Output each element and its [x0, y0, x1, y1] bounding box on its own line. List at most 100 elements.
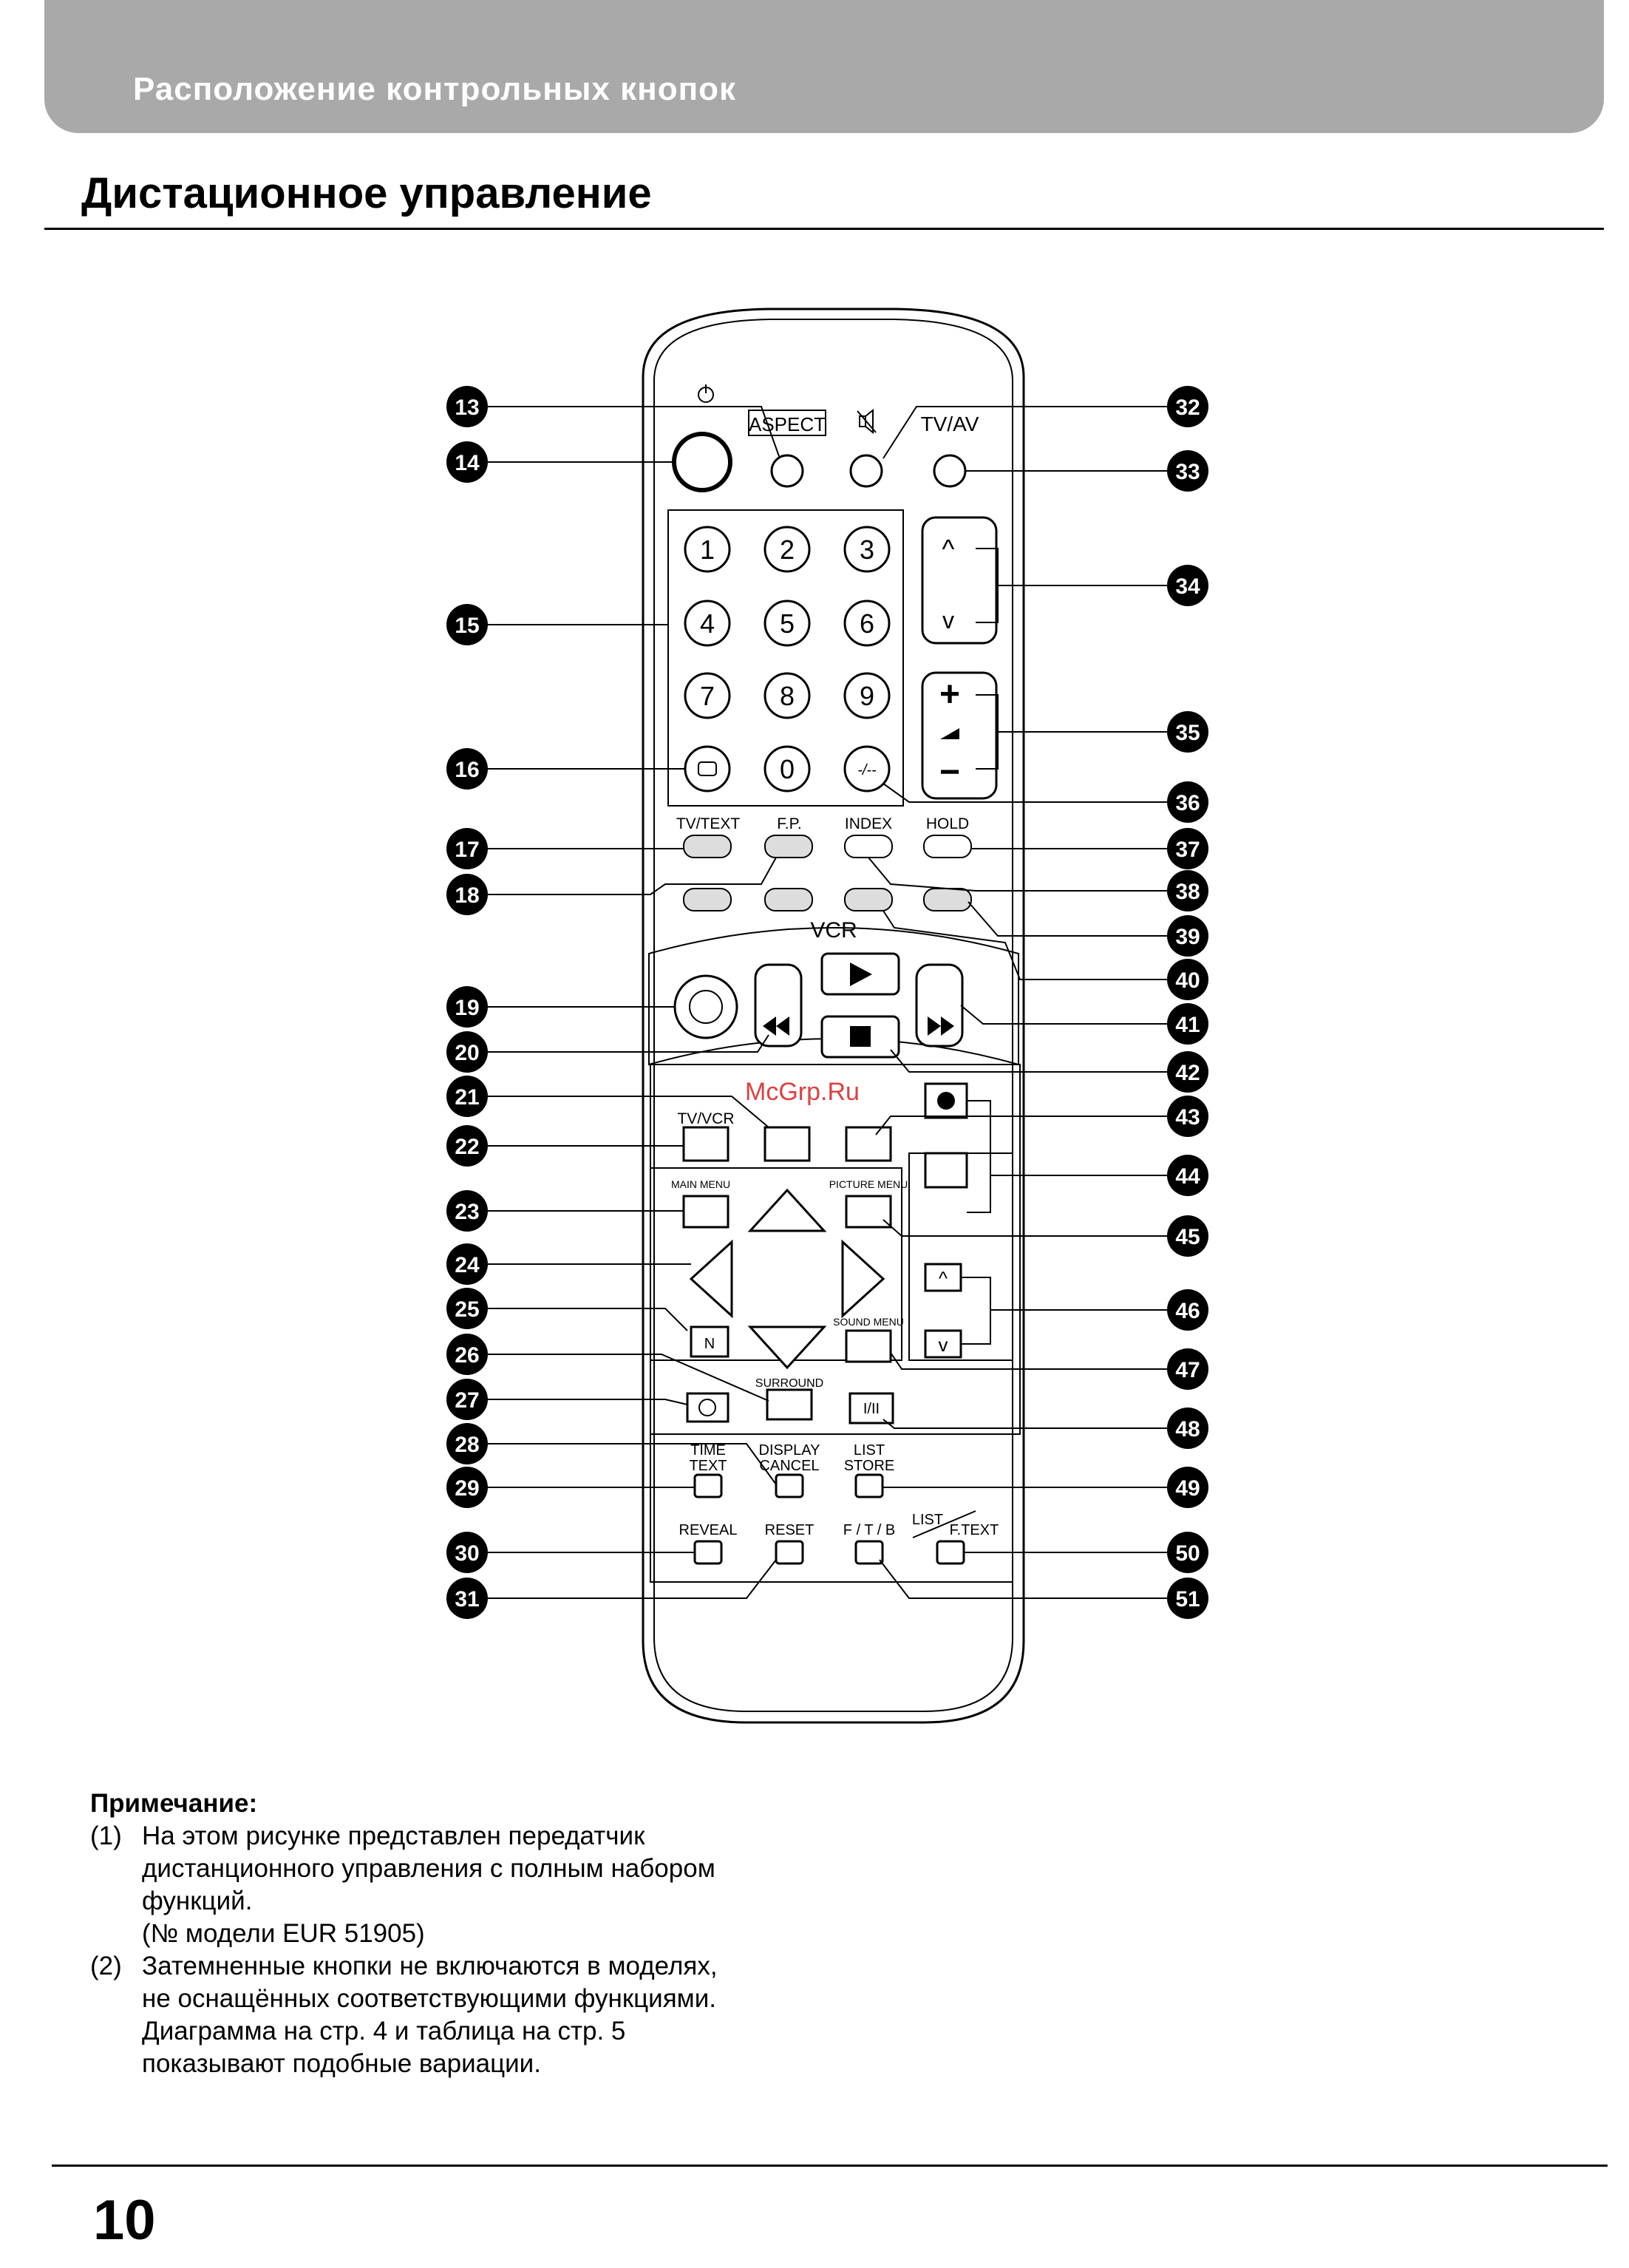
- callout-number: 36: [1175, 791, 1200, 815]
- nav-right-button[interactable]: [841, 1239, 885, 1319]
- vcr-label: VCR: [810, 918, 857, 943]
- red-button[interactable]: [683, 888, 732, 911]
- callout-number: 34: [1175, 574, 1200, 599]
- timer-button[interactable]: [686, 1392, 730, 1423]
- menu-up-button[interactable]: [924, 1263, 962, 1292]
- notes: Примечание: (1) На этом рисунке представ…: [90, 1787, 903, 2080]
- channel-up-label[interactable]: ^: [942, 534, 955, 564]
- normal-button[interactable]: [690, 1325, 730, 1358]
- time-text-button[interactable]: [693, 1473, 723, 1498]
- callout-number: 43: [1175, 1105, 1200, 1130]
- index-button[interactable]: [844, 835, 893, 858]
- main-menu-button[interactable]: [682, 1195, 730, 1229]
- callout-number: 46: [1175, 1299, 1200, 1323]
- digit-label: 4: [700, 608, 715, 639]
- ftb-button[interactable]: [854, 1540, 884, 1565]
- callout-number: 42: [1175, 1061, 1200, 1085]
- channel-down-label[interactable]: v: [942, 607, 954, 634]
- reveal-button[interactable]: [693, 1540, 723, 1565]
- list-store-button[interactable]: [854, 1473, 884, 1498]
- text-mode-button[interactable]: [684, 745, 731, 792]
- list-slash: [912, 1510, 976, 1538]
- mute-icon: [857, 408, 877, 435]
- tvav-button[interactable]: [933, 454, 967, 488]
- nav-left-button[interactable]: [689, 1239, 733, 1319]
- callout-marker: [446, 1334, 488, 1375]
- callout-number: 35: [1175, 721, 1200, 745]
- menu-down-button[interactable]: [924, 1329, 962, 1359]
- callout-marker: [446, 1031, 488, 1073]
- callout-marker: [1167, 1578, 1208, 1619]
- digit-button[interactable]: [684, 672, 731, 719]
- tvtext-button[interactable]: [683, 835, 732, 858]
- green-button[interactable]: [764, 888, 813, 911]
- digit-button[interactable]: [843, 526, 891, 573]
- digit-label: 3: [860, 534, 874, 565]
- note-1: (1) На этом рисунке представлен передатч…: [90, 1820, 903, 1950]
- callout-number: 20: [455, 1041, 479, 1065]
- digit-button[interactable]: [764, 672, 811, 719]
- digit-label: 0: [780, 754, 795, 784]
- callout-marker: [1167, 386, 1208, 427]
- hold-label: HOLD: [926, 815, 969, 832]
- nav-down-button[interactable]: [747, 1325, 827, 1370]
- tvvcr-button[interactable]: [682, 1126, 730, 1162]
- pause-button[interactable]: [764, 1126, 811, 1162]
- nav-up-button[interactable]: [747, 1188, 827, 1232]
- watermark: McGrp.Ru: [745, 1078, 860, 1106]
- callout-marker: [446, 1532, 488, 1573]
- fast-forward-button[interactable]: [915, 963, 964, 1048]
- digit-label: 1: [700, 534, 715, 565]
- vcr-power-button[interactable]: [673, 974, 738, 1039]
- slow-button[interactable]: [845, 1126, 892, 1162]
- mute-button[interactable]: [849, 454, 883, 488]
- rewind-button[interactable]: [754, 963, 803, 1048]
- power-button[interactable]: [672, 432, 732, 492]
- volume-up-label[interactable]: +: [939, 675, 960, 714]
- digit-button[interactable]: [684, 526, 731, 573]
- index-label: INDEX: [845, 815, 892, 832]
- yellow-button[interactable]: [844, 888, 893, 911]
- vcr-power-icon: [689, 990, 723, 1024]
- banner-title: Расположение контрольных кнопок: [133, 71, 737, 107]
- callout-number: 18: [455, 883, 479, 908]
- hold-button[interactable]: [923, 835, 972, 858]
- tvtext-label: TV/TEXT: [676, 815, 741, 832]
- digit-button[interactable]: [843, 600, 891, 647]
- ftext-label: F.TEXT: [950, 1522, 999, 1538]
- audio-button[interactable]: [848, 1392, 894, 1425]
- reset-button[interactable]: [775, 1540, 804, 1565]
- volume-down-label[interactable]: −: [939, 753, 960, 792]
- normal-button-label: N: [704, 1336, 715, 1352]
- display-label: DISPLAY: [759, 1442, 820, 1459]
- callout-number: 41: [1175, 1013, 1200, 1037]
- display-cancel-button[interactable]: [775, 1473, 804, 1498]
- menu-up-label: ^: [939, 1267, 948, 1289]
- digit-label: 5: [780, 608, 795, 639]
- dash-button[interactable]: [843, 745, 891, 792]
- digit-button[interactable]: [684, 600, 731, 647]
- callout-marker: [446, 1288, 488, 1329]
- record-lower-button[interactable]: [924, 1152, 968, 1189]
- section-banner: Расположение контрольных кнопок: [44, 0, 1604, 133]
- callout-marker: [446, 1379, 488, 1420]
- digit-button[interactable]: [764, 600, 811, 647]
- digit-label: 8: [780, 681, 795, 711]
- callout-number: 24: [455, 1253, 480, 1277]
- digit-button[interactable]: [764, 745, 811, 792]
- surround-button[interactable]: [766, 1388, 813, 1421]
- aspect-label-frame: [748, 410, 826, 436]
- callout-marker: [446, 1076, 488, 1117]
- digit-button[interactable]: [843, 672, 891, 719]
- note-1-line: дистанционного управления с полным набор…: [142, 1854, 715, 1883]
- blue-button[interactable]: [923, 888, 972, 911]
- list-ftext-button[interactable]: [936, 1540, 965, 1565]
- fp-button[interactable]: [764, 835, 813, 858]
- callout-number: 38: [1175, 880, 1200, 904]
- picture-menu-button[interactable]: [845, 1195, 892, 1229]
- sound-menu-button[interactable]: [845, 1329, 892, 1363]
- digit-label: 9: [860, 681, 874, 711]
- aspect-button[interactable]: [770, 454, 804, 488]
- callout-number: 45: [1175, 1225, 1200, 1249]
- digit-button[interactable]: [764, 526, 811, 573]
